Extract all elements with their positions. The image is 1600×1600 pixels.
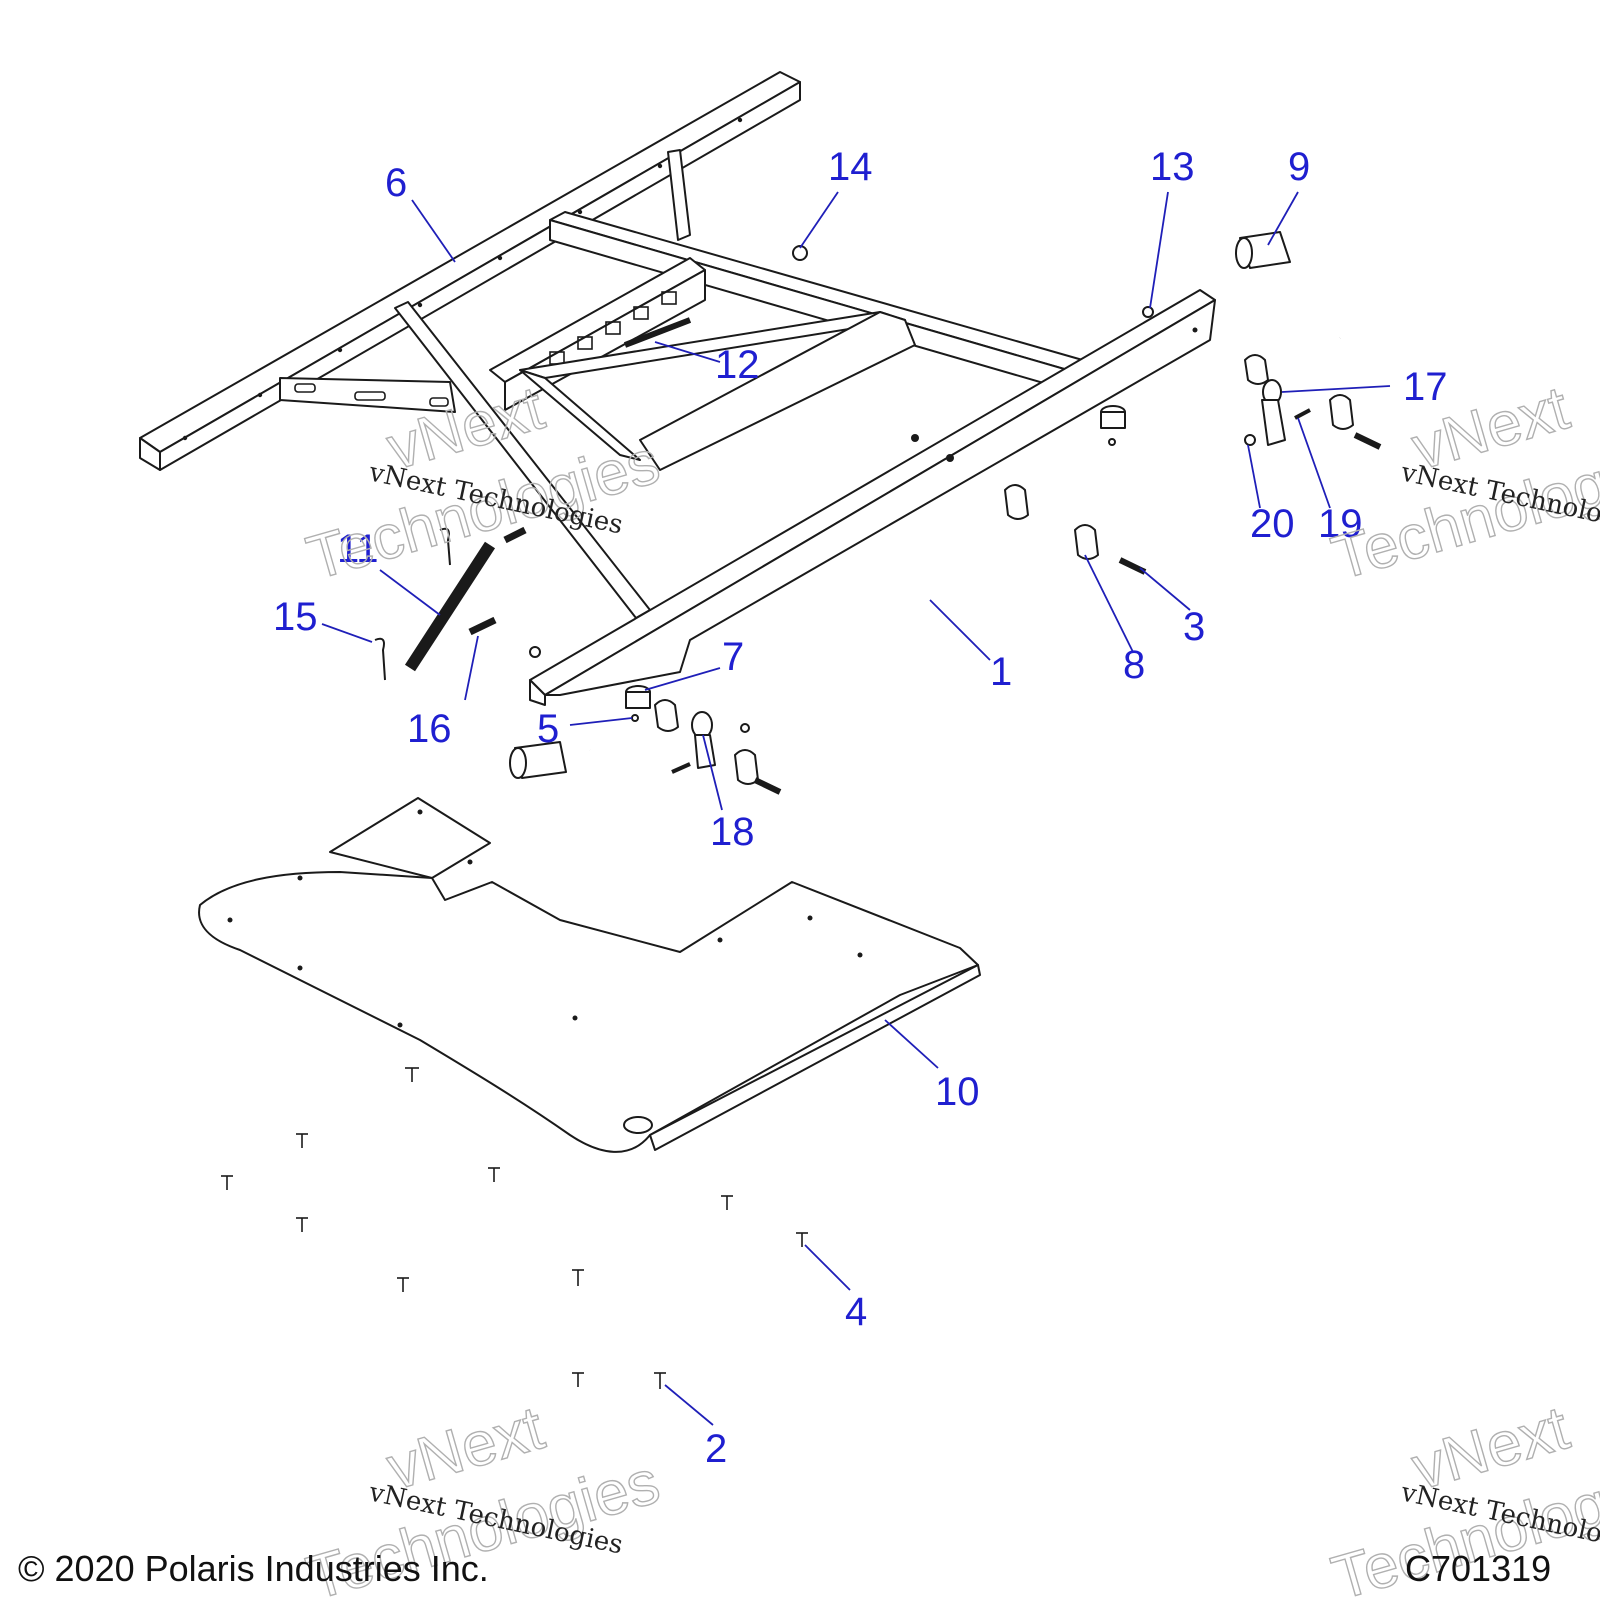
copyright-notice: © 2020 Polaris Industries Inc.	[18, 1548, 489, 1589]
callout-14: 14	[828, 145, 873, 189]
callout-16: 16	[407, 707, 452, 751]
callout-15: 15	[273, 595, 318, 639]
callout-11: 11	[337, 527, 379, 571]
callout-17: 17	[1403, 365, 1448, 409]
callout-3: 3	[1183, 605, 1205, 649]
callout-9: 9	[1288, 145, 1310, 189]
bumper-part-7	[625, 405, 1126, 709]
watermark-upper-right: vNext Technologies vNext Technologies	[1324, 373, 1600, 594]
fasteners	[374, 245, 1382, 795]
callout-4: 4	[845, 1290, 867, 1334]
callout-19: 19	[1318, 502, 1363, 546]
callout-10: 10	[935, 1070, 980, 1114]
callout-12: 12	[715, 343, 760, 387]
callout-7: 7	[722, 635, 744, 679]
frame-assembly	[279, 149, 1216, 706]
leader-lines	[321, 191, 1391, 1426]
bracket-part-17	[1261, 379, 1286, 446]
callout-2: 2	[705, 1427, 727, 1471]
callout-labels: 1 2 3 4 5 6 7 8 9 10 11 12 13 14 15 16 1…	[273, 145, 1448, 1471]
clamp-upper	[654, 354, 1354, 785]
end-link-part-9	[1235, 231, 1291, 269]
drawing-number: C701319	[1405, 1548, 1552, 1589]
sway-bar-part-1	[589, 336, 1342, 753]
callout-18: 18	[710, 810, 755, 854]
screws-parts-2-4	[221, 1067, 808, 1389]
end-link-left	[509, 741, 567, 779]
callout-20: 20	[1250, 502, 1295, 546]
callout-8: 8	[1123, 643, 1145, 687]
callout-1: 1	[990, 650, 1012, 694]
callout-6: 6	[385, 161, 407, 205]
rail-part-6	[139, 71, 801, 471]
skid-plate-part-10	[198, 797, 981, 1153]
callout-5: 5	[537, 707, 559, 751]
clamp-part-8	[1074, 524, 1099, 560]
callout-13: 13	[1150, 145, 1195, 189]
